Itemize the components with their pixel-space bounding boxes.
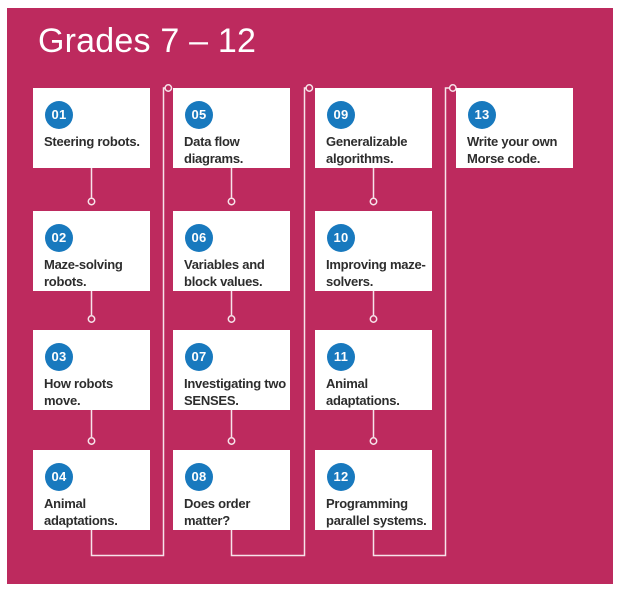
lesson-title: Data flow diagrams. <box>184 134 244 166</box>
lesson-card-12: 12 Programming parallel systems. <box>315 450 432 530</box>
lesson-title: Animal adaptations. <box>326 376 400 408</box>
lesson-title: Variables and block values. <box>184 257 265 289</box>
lesson-number-badge: 05 <box>185 101 213 129</box>
lesson-title: Does order matter? <box>184 496 251 528</box>
lesson-number-badge: 06 <box>185 224 213 252</box>
lesson-title: Investigating two SENSES. <box>184 376 286 408</box>
lesson-card-02: 02 Maze-solving robots. <box>33 211 150 291</box>
lesson-number-badge: 13 <box>468 101 496 129</box>
lesson-number-badge: 04 <box>45 463 73 491</box>
lesson-number-badge: 09 <box>327 101 355 129</box>
page-title: Grades 7 – 12 <box>38 22 257 60</box>
lesson-card-09: 09 Generalizable algorithms. <box>315 88 432 168</box>
lesson-number-badge: 12 <box>327 463 355 491</box>
lesson-card-06: 06 Variables and block values. <box>173 211 290 291</box>
lesson-number-badge: 07 <box>185 343 213 371</box>
lesson-number-badge: 11 <box>327 343 355 371</box>
lesson-number-badge: 08 <box>185 463 213 491</box>
lesson-title: Write your own Morse code. <box>467 134 558 166</box>
lesson-card-07: 07 Investigating two SENSES. <box>173 330 290 410</box>
lesson-title: Generalizable algorithms. <box>326 134 408 166</box>
lesson-title: Improving maze- solvers. <box>326 257 426 289</box>
lesson-title: Animal adaptations. <box>44 496 118 528</box>
lesson-card-04: 04 Animal adaptations. <box>33 450 150 530</box>
lesson-title: How robots move. <box>44 376 113 408</box>
lesson-number-badge: 01 <box>45 101 73 129</box>
lesson-title: Steering robots. <box>44 134 140 149</box>
lesson-card-10: 10 Improving maze- solvers. <box>315 211 432 291</box>
lesson-title: Maze-solving robots. <box>44 257 123 289</box>
lesson-number-badge: 02 <box>45 224 73 252</box>
lesson-card-03: 03 How robots move. <box>33 330 150 410</box>
lesson-card-11: 11 Animal adaptations. <box>315 330 432 410</box>
lesson-card-01: 01 Steering robots. <box>33 88 150 168</box>
lesson-title: Programming parallel systems. <box>326 496 427 528</box>
lesson-number-badge: 10 <box>327 224 355 252</box>
lesson-card-13: 13 Write your own Morse code. <box>456 88 573 168</box>
lesson-card-05: 05 Data flow diagrams. <box>173 88 290 168</box>
lesson-number-badge: 03 <box>45 343 73 371</box>
lesson-card-08: 08 Does order matter? <box>173 450 290 530</box>
